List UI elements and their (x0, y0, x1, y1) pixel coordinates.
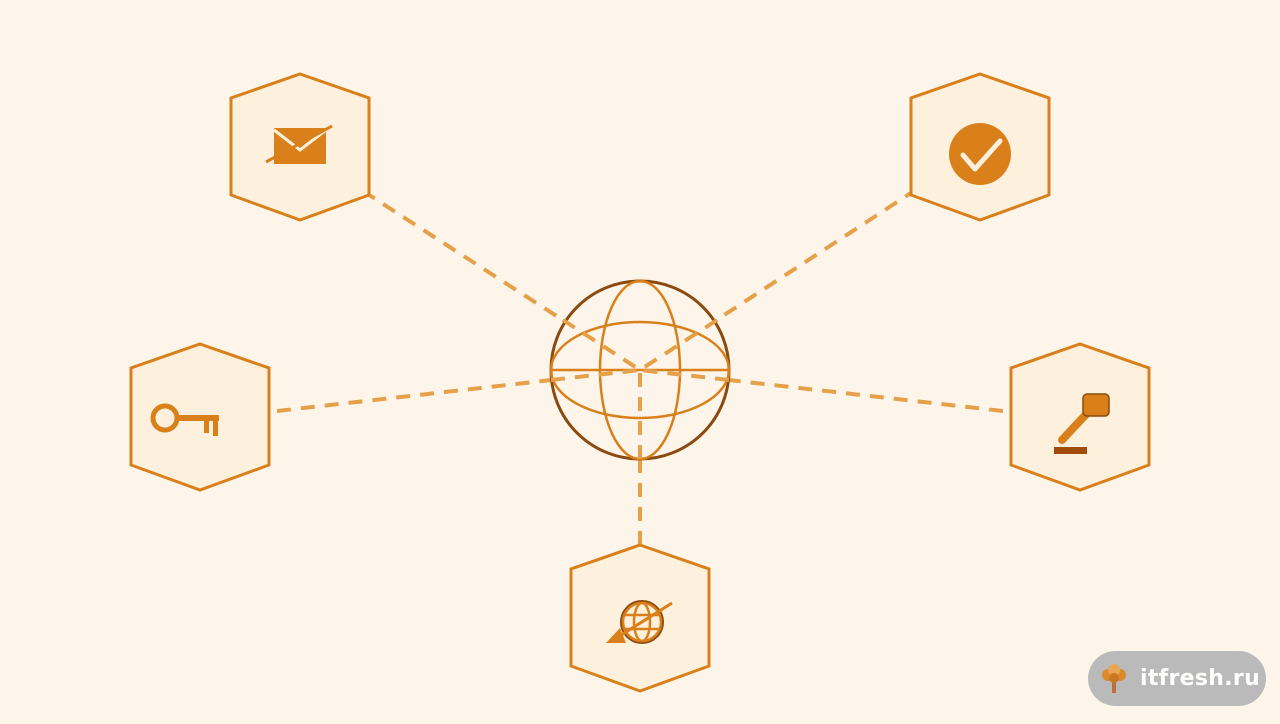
node-judge (1009, 342, 1151, 492)
node-mail (229, 72, 371, 222)
key-icon (150, 403, 219, 436)
watermark-badge: itfresh.ru (1088, 651, 1266, 706)
center-globe-icon (549, 279, 731, 461)
gavel-icon (1054, 393, 1110, 454)
tree-logo-icon (1098, 663, 1130, 695)
node-network (569, 543, 711, 693)
globe-arrow-icon (606, 600, 673, 644)
envelope-icon (265, 124, 333, 164)
connector-key (276, 368, 641, 413)
connector-judge (639, 368, 1004, 413)
node-key (129, 342, 271, 492)
node-verified (909, 72, 1051, 222)
watermark-text: itfresh.ru (1140, 666, 1261, 691)
checkmark-badge-icon (949, 123, 1011, 185)
